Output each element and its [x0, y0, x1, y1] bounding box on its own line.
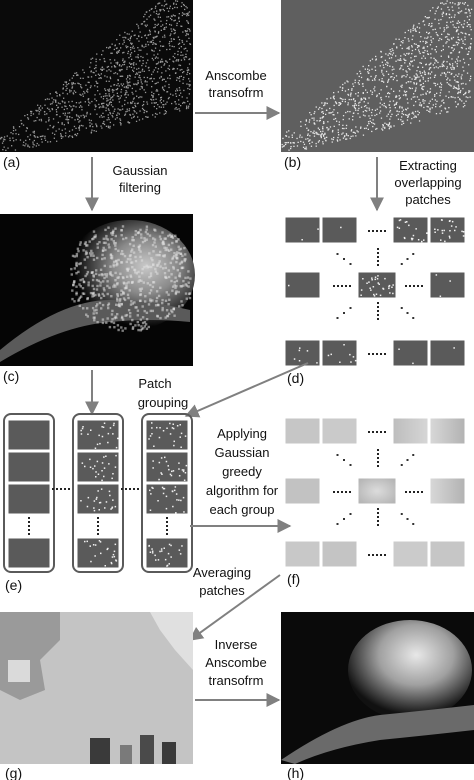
step-anscombe-line2: transofrm [209, 85, 264, 100]
image-c-gaussian [0, 214, 195, 366]
panel-label-a: (a) [3, 154, 20, 170]
step-inverse-line3: transofrm [209, 673, 264, 688]
step-gaussian-line2: filtering [119, 180, 161, 195]
image-a-noisy [0, 0, 193, 152]
step-gaussian-line1: Gaussian [113, 163, 168, 178]
panel-label-b: (b) [284, 154, 301, 170]
arrow-d-to-e [184, 362, 309, 418]
step-extract-line3: patches [405, 192, 451, 207]
step-apply-line3: greedy [222, 464, 262, 479]
step-inverse-line2: Anscombe [205, 655, 266, 670]
panel-label-f: (f) [287, 571, 300, 587]
step-grouping-line2: grouping [138, 395, 189, 410]
step-inverse-line1: Inverse [215, 637, 258, 652]
panel-label-c: (c) [3, 368, 19, 384]
step-averaging-line1: Averaging [193, 565, 251, 580]
image-h-result [281, 612, 474, 764]
panel-label-e: (e) [5, 577, 22, 593]
panel-label-g: (g) [5, 765, 22, 780]
step-anscombe-line1: Anscombe [205, 68, 266, 83]
step-grouping-line1: Patch [138, 376, 171, 391]
patch-grid-f [284, 417, 466, 568]
arrow-f-to-g [188, 574, 281, 641]
panel-label-d: (d) [287, 370, 304, 386]
patch-grid-d [284, 216, 466, 367]
step-extract-line1: Extracting [399, 158, 457, 173]
step-extract-line2: overlapping [394, 175, 461, 190]
step-apply-line2: Gaussian [215, 445, 270, 460]
patch-groups-e [3, 413, 193, 573]
image-b-anscombe [281, 0, 474, 152]
step-averaging-line2: patches [199, 583, 245, 598]
image-g-averaged [0, 612, 193, 764]
panel-label-h: (h) [287, 765, 304, 780]
step-apply-line5: each group [209, 502, 274, 517]
step-apply-line1: Applying [217, 426, 267, 441]
step-apply-line4: algorithm for [206, 483, 279, 498]
